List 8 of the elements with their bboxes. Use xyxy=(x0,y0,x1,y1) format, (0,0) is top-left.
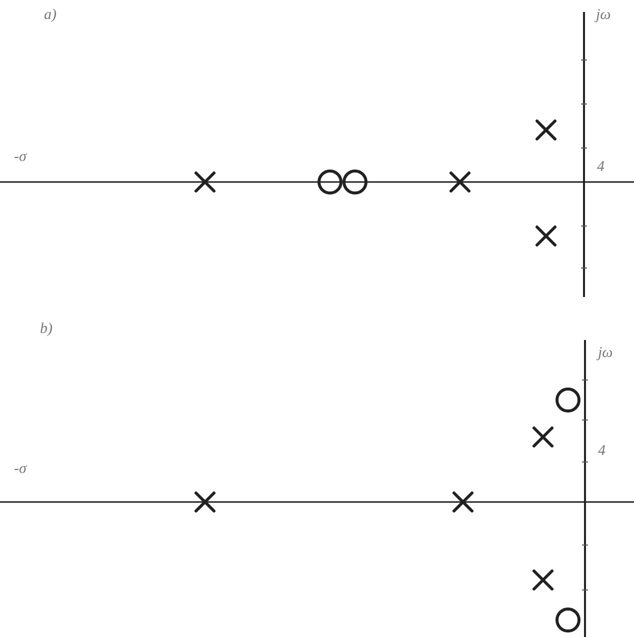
panel-label: b) xyxy=(40,322,52,337)
axis-label: -σ xyxy=(14,462,26,477)
tick-value: 4 xyxy=(598,444,606,459)
axis-label: -σ xyxy=(14,150,26,165)
panel-label: a) xyxy=(44,8,56,23)
axis-label: jω xyxy=(598,346,613,361)
axis-label: jω xyxy=(596,8,611,23)
tick-value: 4 xyxy=(597,160,604,175)
